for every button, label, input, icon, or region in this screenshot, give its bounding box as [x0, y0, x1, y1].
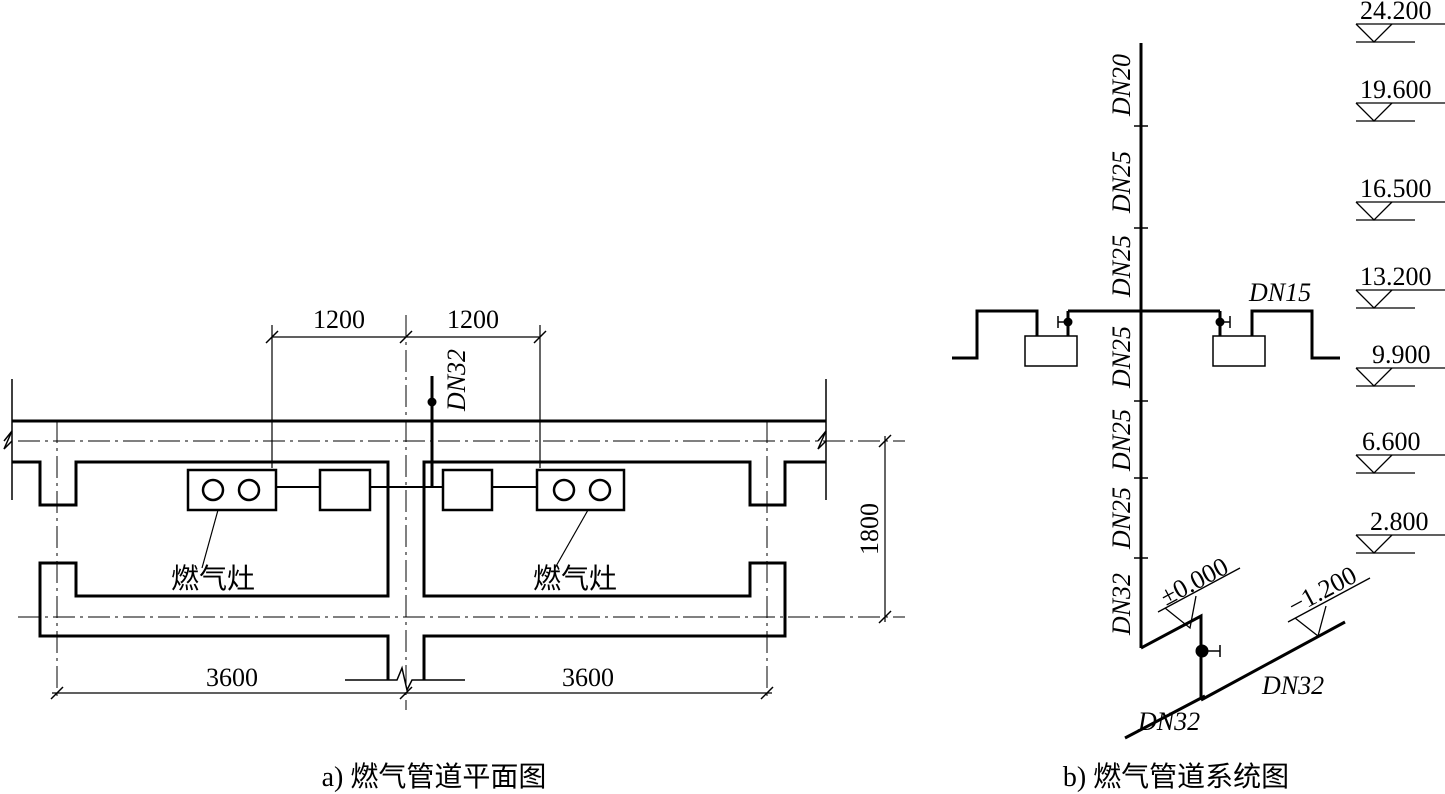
stove-icon	[186, 468, 278, 512]
basement-elev-marker	[1294, 605, 1327, 638]
ground-elev-marker	[1164, 595, 1197, 630]
segment-label-5: DN25	[1107, 409, 1136, 472]
gas-meter-icon	[441, 468, 494, 512]
dim-top-right: 1200	[447, 305, 499, 334]
branch-size-label: DN15	[1248, 278, 1311, 307]
elevation-label-4: 13.200	[1360, 262, 1432, 291]
leader-line	[554, 509, 589, 569]
dim-bottom-right: 3600	[562, 663, 614, 692]
gas-meter-icon	[1212, 335, 1266, 367]
inlet-size-left: DN32	[1137, 707, 1200, 736]
stove-pipe-right	[1250, 309, 1340, 360]
gas-meter-icon	[318, 468, 372, 512]
dim-bottom-left: 3600	[206, 663, 258, 692]
basement-elev-line	[1287, 577, 1371, 623]
valve-icon	[1195, 644, 1209, 658]
riser-size-label: DN32	[442, 349, 471, 412]
burner-icon	[201, 478, 225, 502]
burner-icon	[237, 478, 261, 502]
stove-label-left: 燃气灶	[171, 562, 255, 595]
dim-top-left: 1200	[313, 305, 365, 334]
inlet-pipe	[1140, 613, 1203, 700]
dim-tick	[399, 686, 413, 700]
elevation-label-3: 16.500	[1360, 174, 1432, 203]
burner-icon	[552, 478, 576, 502]
segment-label-6: DN25	[1107, 487, 1136, 550]
ground-elev-line	[1157, 567, 1241, 613]
segment-label-2: DN25	[1107, 151, 1136, 214]
elevation-label-7: 2.800	[1370, 507, 1429, 536]
segment-label-7: DN32	[1107, 573, 1136, 636]
elevation-label-5: 9.900	[1372, 340, 1431, 369]
inlet-size-right: DN32	[1261, 671, 1324, 700]
wall-outline-left	[12, 460, 390, 680]
elevation-label-1: 24.200	[1360, 0, 1432, 25]
break-symbol	[3, 430, 13, 450]
plan-caption: a) 燃气管道平面图	[322, 761, 547, 793]
dim-tick	[50, 686, 64, 700]
dim-tick	[878, 610, 892, 624]
dim-tick	[760, 686, 774, 700]
valve-icon	[1063, 317, 1073, 327]
valve-icon	[1215, 317, 1225, 327]
valve-icon	[427, 397, 437, 407]
system-view	[952, 23, 1445, 740]
break-symbol	[817, 430, 827, 450]
dim-right: 1800	[855, 503, 884, 555]
dim-tick	[399, 330, 413, 344]
segment-label-3: DN25	[1107, 235, 1136, 298]
stove-pipe-left	[952, 309, 1039, 360]
plan-view	[3, 315, 905, 710]
segment-label-4: DN25	[1107, 326, 1136, 389]
inlet-pipe-right	[1200, 620, 1346, 702]
dim-tick	[533, 330, 547, 344]
system-caption: b) 燃气管道系统图	[1063, 761, 1289, 793]
inlet-pipe-left	[1124, 694, 1206, 740]
wall-outline-right	[422, 460, 826, 680]
ground-elevation-label: ±0.000	[1155, 552, 1233, 612]
elevation-label-6: 6.600	[1362, 427, 1421, 456]
leader-line	[201, 509, 219, 569]
break-symbol	[345, 665, 465, 693]
elevation-markers	[1355, 23, 1445, 554]
stove-label-right: 燃气灶	[533, 562, 617, 595]
burner-icon	[588, 478, 612, 502]
dim-tick	[878, 434, 892, 448]
segment-label-1: DN20	[1107, 54, 1136, 117]
gas-meter-icon	[1024, 335, 1078, 367]
dim-tick	[265, 330, 279, 344]
elevation-label-2: 19.600	[1360, 75, 1432, 104]
basement-elevation-label: −1.200	[1283, 560, 1361, 620]
